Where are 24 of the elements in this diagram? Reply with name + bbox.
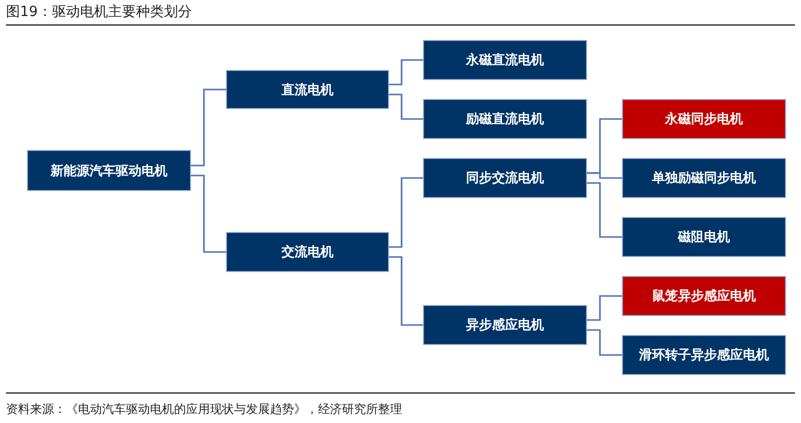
figure-title: 图19：驱动电机主要种类划分: [6, 3, 192, 21]
connector-line: [587, 172, 622, 179]
category-box: 鼠笼异步感应电机: [622, 276, 786, 316]
category-box: 永磁直流电机: [423, 40, 587, 80]
connector-line: [587, 295, 622, 321]
category-box: 新能源汽车驱动电机: [27, 150, 191, 191]
source-note: 资料来源：《电动汽车驱动电机的应用现状与发展趋势》，经济研究所整理: [6, 401, 402, 418]
category-box: 交流电机: [226, 232, 389, 272]
category-box: 永磁同步电机: [622, 99, 786, 139]
connector-line: [587, 182, 622, 238]
connector-line: [191, 174, 226, 253]
connector-line: [389, 177, 423, 248]
category-box: 直流电机: [226, 70, 389, 109]
category-box: 励磁直流电机: [423, 99, 587, 139]
connector-line: [389, 256, 423, 326]
category-box: 磁阻电机: [622, 217, 786, 257]
category-box: 滑环转子异步感应电机: [622, 335, 786, 375]
connector-line: [191, 88, 226, 166]
connector-line: [389, 59, 423, 86]
category-box: 同步交流电机: [423, 158, 587, 198]
category-box: 异步感应电机: [423, 305, 587, 345]
category-box: 单独励磁同步电机: [622, 158, 786, 198]
connector-line: [587, 329, 622, 356]
connector-line: [389, 94, 423, 120]
